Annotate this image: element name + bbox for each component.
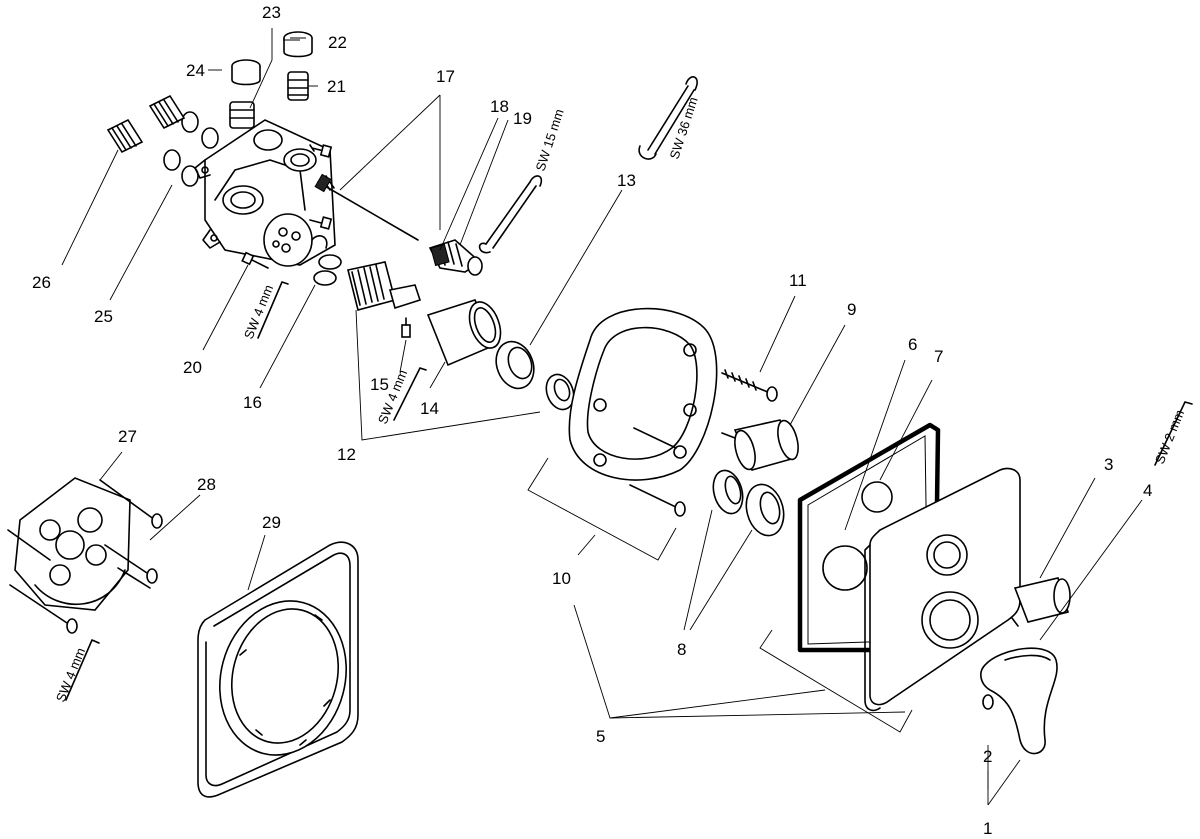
part-number-29: 29	[262, 513, 281, 532]
part-number-8: 8	[677, 640, 686, 659]
sleeve-14	[426, 299, 502, 367]
wrench-15	[478, 175, 543, 254]
square-frame-29	[197, 541, 359, 798]
part-number-21: 21	[327, 77, 346, 96]
tool-label-sw4-20: SW 4 mm	[241, 283, 276, 342]
threaded-ring-13	[495, 340, 575, 411]
spindle-rod	[314, 173, 419, 241]
plug-24	[231, 59, 261, 86]
part-number-7: 7	[934, 347, 943, 366]
wrench-36	[638, 76, 698, 160]
nipple-26	[106, 94, 186, 154]
lever-handle-1	[980, 647, 1058, 755]
thermo-cartridge	[347, 261, 422, 338]
ring-8	[712, 469, 785, 537]
tool-label-sw2: SW 2 mm	[1152, 408, 1187, 467]
extension-9	[721, 419, 799, 471]
part-number-27: 27	[118, 427, 137, 446]
part-number-25: 25	[94, 307, 113, 326]
part-number-10: 10	[552, 569, 571, 588]
plug-22	[283, 31, 313, 58]
long-screw-10	[629, 427, 686, 517]
part-number-28: 28	[197, 475, 216, 494]
part-number-16: 16	[243, 393, 262, 412]
part-number-11: 11	[789, 271, 807, 290]
part-number-23: 23	[262, 3, 281, 22]
clip-16	[311, 235, 342, 286]
part-number-6: 6	[908, 335, 917, 354]
part-number-labels: 1 2 3 4 5 6 7 8 9 10 11 12 13 14 15 16 1…	[32, 3, 1152, 838]
part-number-12: 12	[337, 445, 356, 464]
grub-screw-2	[982, 694, 994, 710]
part-number-13: 13	[617, 171, 636, 190]
part-number-4: 4	[1143, 481, 1152, 500]
part-number-22: 22	[328, 33, 347, 52]
cartridge-18	[428, 239, 483, 276]
part-number-26: 26	[32, 273, 51, 292]
part-number-14: 14	[420, 399, 439, 418]
part-number-20: 20	[183, 358, 202, 377]
part-number-18: 18	[490, 97, 509, 116]
part-number-5: 5	[596, 727, 605, 746]
insert-23	[229, 101, 255, 129]
body-screw	[309, 144, 333, 230]
allen-key-27	[65, 639, 100, 701]
part-number-15: 15	[370, 375, 389, 394]
screw-11	[721, 369, 778, 402]
part-number-3: 3	[1104, 455, 1113, 474]
mounting-plate-10	[568, 307, 718, 481]
insert-21	[287, 71, 309, 101]
cover-plate-5	[864, 467, 1021, 712]
alt-body-27	[7, 477, 163, 634]
leader-lines	[61, 28, 1143, 806]
screw-20	[241, 251, 269, 269]
o-rings-25	[163, 111, 219, 187]
tool-label-sw4-27: SW 4 mm	[53, 646, 88, 705]
part-number-17: 17	[436, 67, 455, 86]
allen-key-20	[257, 281, 289, 339]
part-number-9: 9	[847, 300, 856, 319]
part-number-1: 1	[983, 819, 992, 838]
allen-key-15	[393, 367, 427, 421]
valve-body	[194, 119, 336, 267]
tool-label-sw15: SW 15 mm	[533, 107, 567, 173]
allen-key-2	[1154, 401, 1193, 466]
part-number-24: 24	[186, 61, 205, 80]
part-number-19: 19	[513, 109, 532, 128]
part-number-2: 2	[983, 747, 992, 766]
